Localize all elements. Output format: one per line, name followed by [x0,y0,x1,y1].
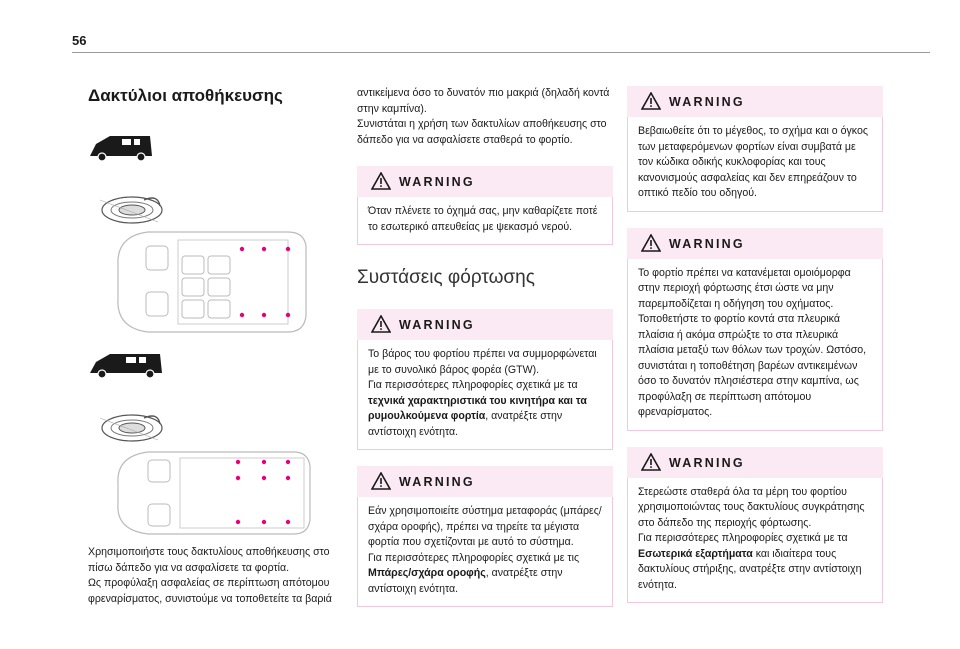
paragraph: Το βάρος του φορτίου πρέπει να συμμορφών… [368,348,597,376]
warning-triangle-icon [371,472,391,490]
ring-markers-short [239,246,291,318]
paragraph: Στερεώστε σταθερά όλα τα μέρη του φορτίο… [638,485,865,529]
text-span: Για περισσότερες πληροφορίες σχετικά με … [638,532,848,544]
paragraph: Χρησιμοποιήστε τους δακτυλίους αποθήκευσ… [88,546,330,574]
warning-header: WARNING [357,309,613,340]
van-top-view-long [117,451,311,535]
ring-detail-illustration [99,196,163,224]
warning-title: WARNING [669,455,745,470]
warning-title: WARNING [399,475,475,489]
warning-header: WARNING [627,86,883,117]
short-van-icon [90,136,152,162]
van-top-view-short [117,231,307,333]
section-subtitle: Συστάσεις φόρτωσης [357,267,535,288]
paragraph: Για περισσότερες πληροφορίες σχετικά με … [368,378,602,440]
warning-triangle-icon [641,233,661,252]
continued-text: αντικείμενα όσο το δυνατόν πιο μακριά (δ… [357,86,613,148]
text-span: , ανατρέξτε στην αντίστοιχη ενότητα. [368,410,563,438]
header-rule [72,52,930,53]
warning-header: WARNING [627,228,883,259]
warning-box: WARNING Το βάρος του φορτίου πρέπει να σ… [357,309,613,450]
text-span: Για περισσότερες πληροφορίες σχετικά με … [368,379,578,391]
page-number: 56 [72,33,87,48]
warning-header: WARNING [627,447,883,478]
warning-triangle-icon [371,172,391,190]
warning-box: WARNING Στερεώστε σταθερά όλα τα μέρη το… [627,446,883,603]
warning-title: WARNING [399,318,475,332]
warning-text: Όταν πλένετε το όχημά σας, μην καθαρίζετ… [357,197,613,245]
ring-markers-long [235,459,291,525]
warning-title: WARNING [669,236,745,251]
warning-box: WARNING Το φορτίο πρέπει να κατανέμεται … [627,227,883,431]
text-span: Για περισσότερες πληροφορίες σχετικά με … [368,551,580,564]
cross-reference: Μπάρες/σχάρα οροφής [368,567,486,579]
warning-header: WARNING [357,166,613,197]
warning-box: WARNING Όταν πλένετε το όχημά σας, μην κ… [357,166,613,245]
column-loading: αντικείμενα όσο το δυνατόν πιο μακριά (δ… [357,86,613,623]
vehicle-illustrations [88,106,336,541]
warning-triangle-icon [641,452,661,471]
paragraph: Εάν χρησιμοποιείτε σύστημα μεταφοράς (μπ… [368,505,602,548]
text-span: και ιδιαίτερα τους δακτυλίους στήριξης, … [638,547,862,591]
warning-text: Εάν χρησιμοποιείτε σύστημα μεταφοράς (μπ… [357,497,613,607]
warning-box: WARNING Βεβαιωθείτε ότι το μέγεθος, το σ… [627,86,883,212]
warning-title: WARNING [669,95,745,109]
cross-reference: Εσωτερικά εξαρτήματα [638,547,753,560]
storage-rings-diagram [90,136,311,535]
ring-detail-illustration-2 [99,414,163,442]
warning-text: Το βάρος του φορτίου πρέπει να συμμορφών… [357,340,613,450]
warning-triangle-icon [371,315,391,333]
text-span: , ανατρέξτε στην αντίστοιχη ενότητα. [368,567,563,595]
warning-text: Βεβαιωθείτε ότι το μέγεθος, το σχήμα και… [627,117,883,212]
long-van-icon [90,354,162,379]
warning-triangle-icon [641,92,661,110]
paragraph: αντικείμενα όσο το δυνατόν πιο μακριά (δ… [357,87,610,115]
column-storage-rings: Δακτύλιοι αποθήκευσης [88,84,336,607]
paragraph: Για περισσότερες πληροφορίες σχετικά με … [368,551,602,598]
storage-rings-text: Χρησιμοποιήστε τους δακτυλίους αποθήκευσ… [88,545,336,607]
warning-box: WARNING Εάν χρησιμοποιείτε σύστημα μεταφ… [357,466,613,607]
paragraph: Συνιστάται η χρήση των δακτυλίων αποθήκε… [357,118,607,146]
paragraph: Για περισσότερες πληροφορίες σχετικά με … [638,531,872,593]
paragraph: Ως προφύλαξη ασφαλείας σε περίπτωση απότ… [88,577,332,605]
warning-text: Το φορτίο πρέπει να κατανέμεται ομοιόμορ… [627,258,883,431]
warning-header: WARNING [357,466,613,497]
column-warnings: WARNING Βεβαιωθείτε ότι το μέγεθος, το σ… [627,86,883,619]
cross-reference: τεχνικά χαρακτηριστικά του κινητήρα και … [368,394,587,423]
warning-title: WARNING [399,175,475,189]
warning-text: Στερεώστε σταθερά όλα τα μέρη του φορτίο… [627,477,883,603]
section-title: Δακτύλιοι αποθήκευσης [88,86,283,105]
